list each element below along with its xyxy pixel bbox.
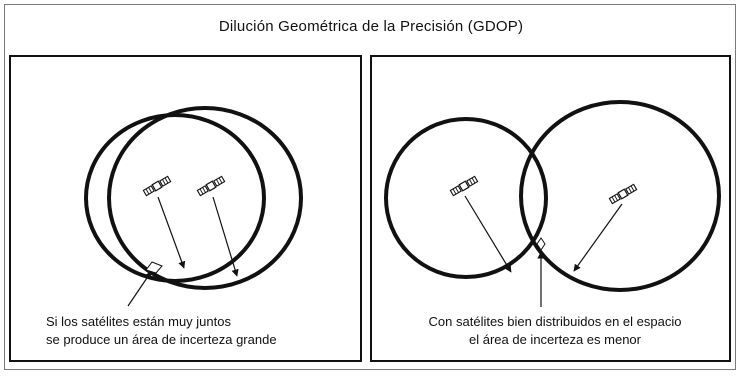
right-panel <box>370 55 731 362</box>
left-caption: Si los satélites están muy juntos se pro… <box>46 313 346 349</box>
left-callout-arrow <box>127 271 152 307</box>
left-uncertainty-area <box>145 261 163 274</box>
right-caption: Con satélites bien distribuidos en el es… <box>395 313 715 349</box>
left-caption-line-2: se produce un área de incerteza grande <box>46 332 277 347</box>
left-satellite-1-icon <box>142 175 172 197</box>
right-satellite-2-icon <box>608 183 638 205</box>
left-range-circle-2 <box>107 106 303 290</box>
left-range-circle-1 <box>84 113 266 283</box>
left-range-arrow-2 <box>212 196 239 277</box>
left-panel <box>9 55 362 362</box>
right-range-circle-2 <box>519 100 721 292</box>
left-satellite-2-icon <box>196 175 226 197</box>
right-range-arrow-2 <box>573 203 623 272</box>
right-range-circle-1 <box>384 117 548 279</box>
right-range-arrow-1 <box>464 195 512 273</box>
left-range-arrow-1 <box>157 196 186 269</box>
right-satellite-1-icon <box>449 175 479 197</box>
figure-title: Dilución Geométrica de la Precisión (GDO… <box>218 18 524 35</box>
right-caption-line-2: el área de incerteza es menor <box>469 332 641 347</box>
right-uncertainty-area <box>536 237 546 251</box>
left-caption-line-1: Si los satélites están muy juntos <box>46 314 231 329</box>
right-caption-line-1: Con satélites bien distribuidos en el es… <box>428 314 682 329</box>
